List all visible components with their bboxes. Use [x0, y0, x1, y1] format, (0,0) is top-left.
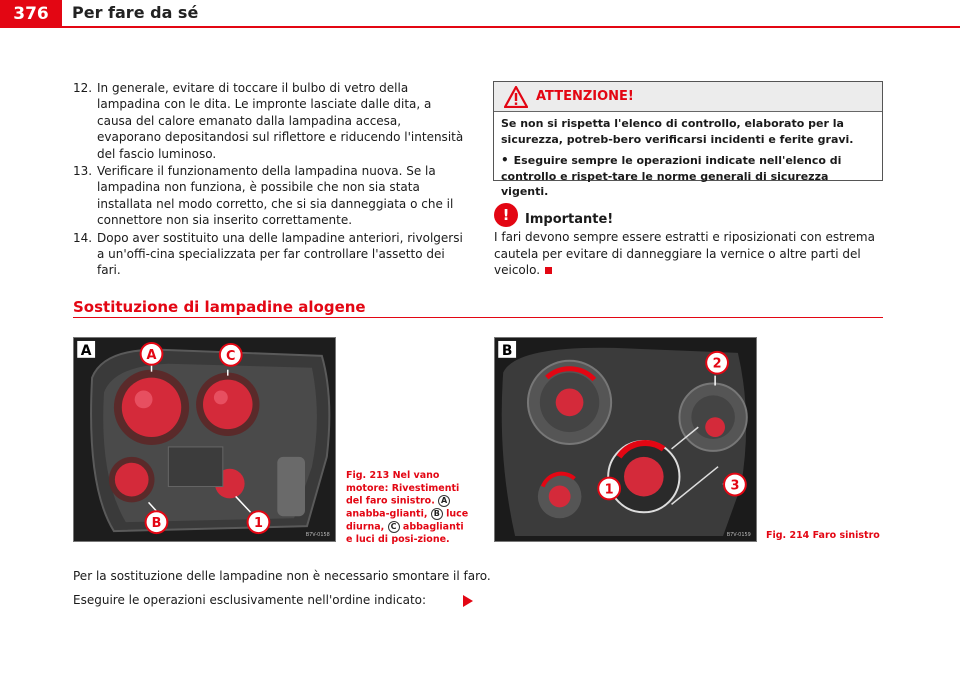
step-number: 14. — [73, 230, 93, 245]
svg-text:B: B — [152, 516, 162, 531]
section-title: Sostituzione di lampadine alogene — [73, 298, 366, 316]
warning-bullet-item: •Eseguire sempre le operazioni indicate … — [501, 153, 876, 200]
list-item: 14. Dopo aver sostituito una delle lampa… — [73, 230, 468, 279]
svg-text:B: B — [502, 343, 513, 359]
callout-b: B — [144, 510, 169, 535]
warning-header: ATTENZIONE! — [494, 82, 882, 112]
caption-text: anabba-glianti, — [346, 508, 428, 520]
svg-text:1: 1 — [254, 516, 263, 531]
figure-panel-label: A — [77, 340, 96, 359]
important-exclamation-icon: ! — [494, 202, 518, 227]
svg-text:A: A — [81, 343, 92, 359]
continue-arrow-icon — [463, 595, 473, 607]
caption-badge-c: C — [387, 521, 400, 533]
running-title: Per fare da sé — [72, 3, 199, 22]
warning-bullet-text: Eseguire sempre le operazioni indicate n… — [501, 154, 842, 198]
step-text: Verificare il funzionamento della lampad… — [97, 164, 454, 228]
svg-text:3: 3 — [730, 479, 739, 494]
figure-code: B7V-0158 — [306, 532, 330, 538]
callout-a: A — [139, 341, 164, 366]
figure-214-caption: Fig. 214 Faro sinistro — [766, 530, 880, 541]
figure-code: B7V-0159 — [727, 532, 751, 538]
end-square-icon — [545, 267, 553, 274]
caption-text: Fig. 213 Nel vano motore: Rivestimenti d… — [346, 470, 460, 507]
body-paragraph: Eseguire le operazioni esclusivamente ne… — [73, 593, 427, 607]
page-number: 376 — [0, 0, 62, 28]
callout-c: C — [218, 342, 243, 367]
important-text-content: I fari devono sempre essere estratti e r… — [494, 230, 875, 277]
caption-text: abbaglianti e luci di posi-zione. — [346, 521, 464, 546]
callout-1: 1 — [246, 510, 271, 535]
warning-title: ATTENZIONE! — [536, 89, 634, 104]
header-rule — [62, 26, 960, 28]
headlamp-bulb-illustration: B 2 3 1 B7V-0159 — [495, 338, 756, 541]
body-paragraph: Per la sostituzione delle lampadine non … — [73, 569, 491, 583]
important-header: ! Importante! — [494, 202, 613, 227]
warning-body: Se non si rispetta l'elenco di controllo… — [494, 112, 882, 200]
warning-triangle-icon — [504, 85, 528, 108]
figure-213-caption: Fig. 213 Nel vano motore: Rivestimenti d… — [346, 470, 471, 547]
steps-list: 12. In generale, evitare di toccare il b… — [73, 80, 468, 280]
caption-text: luce diurna, — [346, 508, 469, 533]
svg-text:1: 1 — [605, 482, 614, 497]
figure-panel-label: B — [498, 340, 517, 359]
callout-1: 1 — [597, 476, 622, 501]
figure-214-image: B 2 3 1 B7V-0159 — [494, 337, 757, 542]
page-header: 376 Per fare da sé — [0, 0, 960, 28]
callout-2: 2 — [705, 350, 729, 375]
warning-box: ATTENZIONE! Se non si rispetta l'elenco … — [493, 81, 883, 198]
svg-text:C: C — [226, 349, 235, 364]
important-title: Importante! — [525, 212, 614, 227]
section-rule — [73, 317, 883, 318]
warning-text: Se non si rispetta l'elenco di controllo… — [501, 117, 854, 146]
caption-badge-b: B — [430, 508, 443, 520]
headlamp-rear-illustration: A A C B 1 B7V-0158 — [74, 338, 335, 541]
caption-badge-a: A — [438, 495, 451, 507]
step-number: 13. — [73, 164, 93, 179]
step-text: Dopo aver sostituito una delle lampadine… — [97, 230, 463, 278]
callout-3: 3 — [723, 472, 747, 497]
step-number: 12. — [73, 81, 93, 95]
svg-text:A: A — [147, 348, 157, 363]
bullet-icon: • — [501, 153, 509, 167]
svg-text:2: 2 — [713, 357, 722, 372]
figure-213-image: A A C B 1 B7V-0158 — [73, 337, 336, 542]
important-text: I fari devono sempre essere estratti e r… — [494, 229, 889, 279]
list-item: 13. Verificare il funzionamento della la… — [73, 163, 468, 229]
list-item: 12. In generale, evitare di toccare il b… — [73, 80, 468, 162]
step-text: In generale, evitare di toccare il bulbo… — [97, 81, 464, 161]
